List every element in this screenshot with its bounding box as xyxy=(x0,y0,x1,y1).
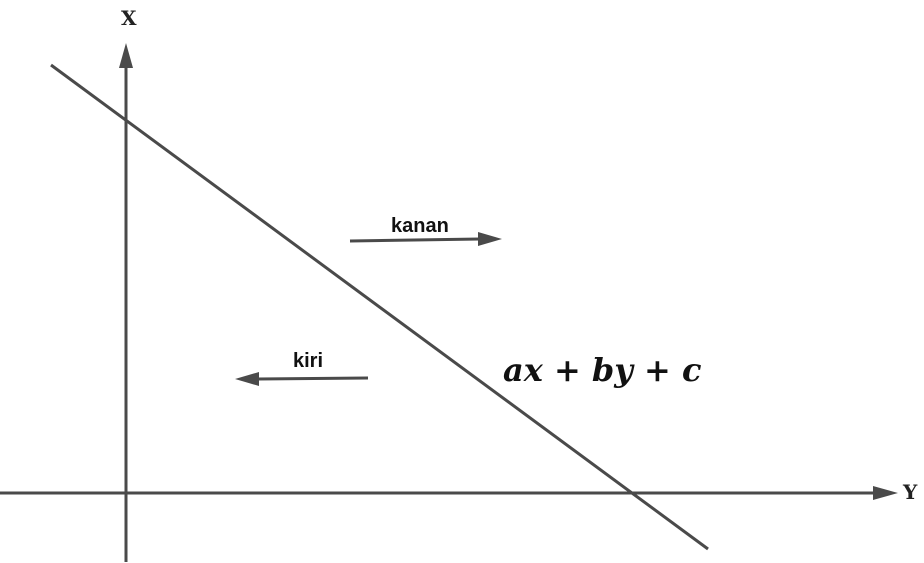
vertical-axis-arrowhead xyxy=(119,43,133,68)
left-direction-arrow xyxy=(257,376,369,381)
equation-plus-2: + xyxy=(633,351,682,389)
left-direction-label: kiri xyxy=(293,350,323,372)
horizontal-axis-label: Y xyxy=(902,480,918,504)
equation-term-by: by xyxy=(592,351,635,389)
vertical-axis-label: X xyxy=(121,6,137,30)
right-direction-arrow xyxy=(349,237,481,243)
sloped-line xyxy=(50,63,709,551)
line-equation: ax + by + c xyxy=(503,351,701,389)
equation-term-ax: ax xyxy=(503,351,544,389)
horizontal-axis-arrowhead xyxy=(873,486,898,500)
equation-plus-1: + xyxy=(543,351,592,389)
right-direction-label: kanan xyxy=(391,215,449,237)
equation-term-c: c xyxy=(682,351,701,389)
left-arrowhead xyxy=(235,372,259,386)
right-arrowhead xyxy=(478,232,502,246)
